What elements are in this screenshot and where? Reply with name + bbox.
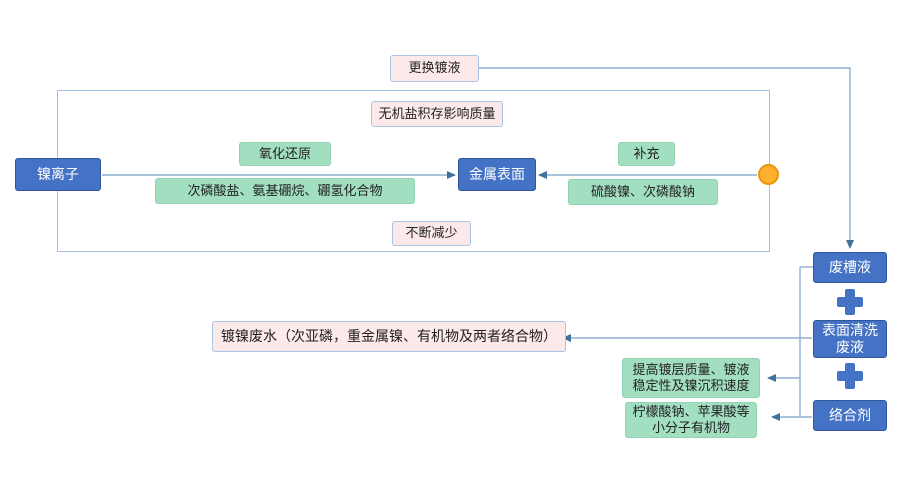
node-complexing-function: 提高镀层质量、镀液稳定性及镍沉积速度 (622, 358, 760, 398)
node-replenish-salts: 硫酸镍、次磷酸钠 (568, 179, 718, 205)
node-nickel-ion: 镍离子 (15, 158, 101, 191)
node-decreasing: 不断减少 (392, 221, 471, 246)
bath-junction-circle (758, 164, 779, 185)
node-complexing-examples: 柠檬酸钠、苹果酸等小分子有机物 (625, 402, 757, 438)
node-reducing-agents: 次磷酸盐、氨基硼烷、硼氢化合物 (155, 178, 415, 204)
node-replace-bath: 更换镀液 (390, 55, 479, 82)
plus-icon (837, 289, 863, 315)
node-surface-cleaning-waste: 表面清洗废液 (813, 320, 887, 358)
node-metal-surface: 金属表面 (458, 158, 536, 191)
node-replenish: 补充 (618, 142, 675, 166)
node-oxidation-reduction: 氧化还原 (239, 142, 331, 166)
node-waste-bath: 废槽液 (813, 252, 887, 283)
plus-icon (837, 363, 863, 389)
node-inorganic-buildup: 无机盐积存影响质量 (371, 101, 503, 127)
node-complexing-agent: 络合剂 (813, 400, 887, 431)
node-plating-wastewater: 镀镍废水（次亚磷，重金属镍、有机物及两者络合物） (212, 321, 566, 352)
